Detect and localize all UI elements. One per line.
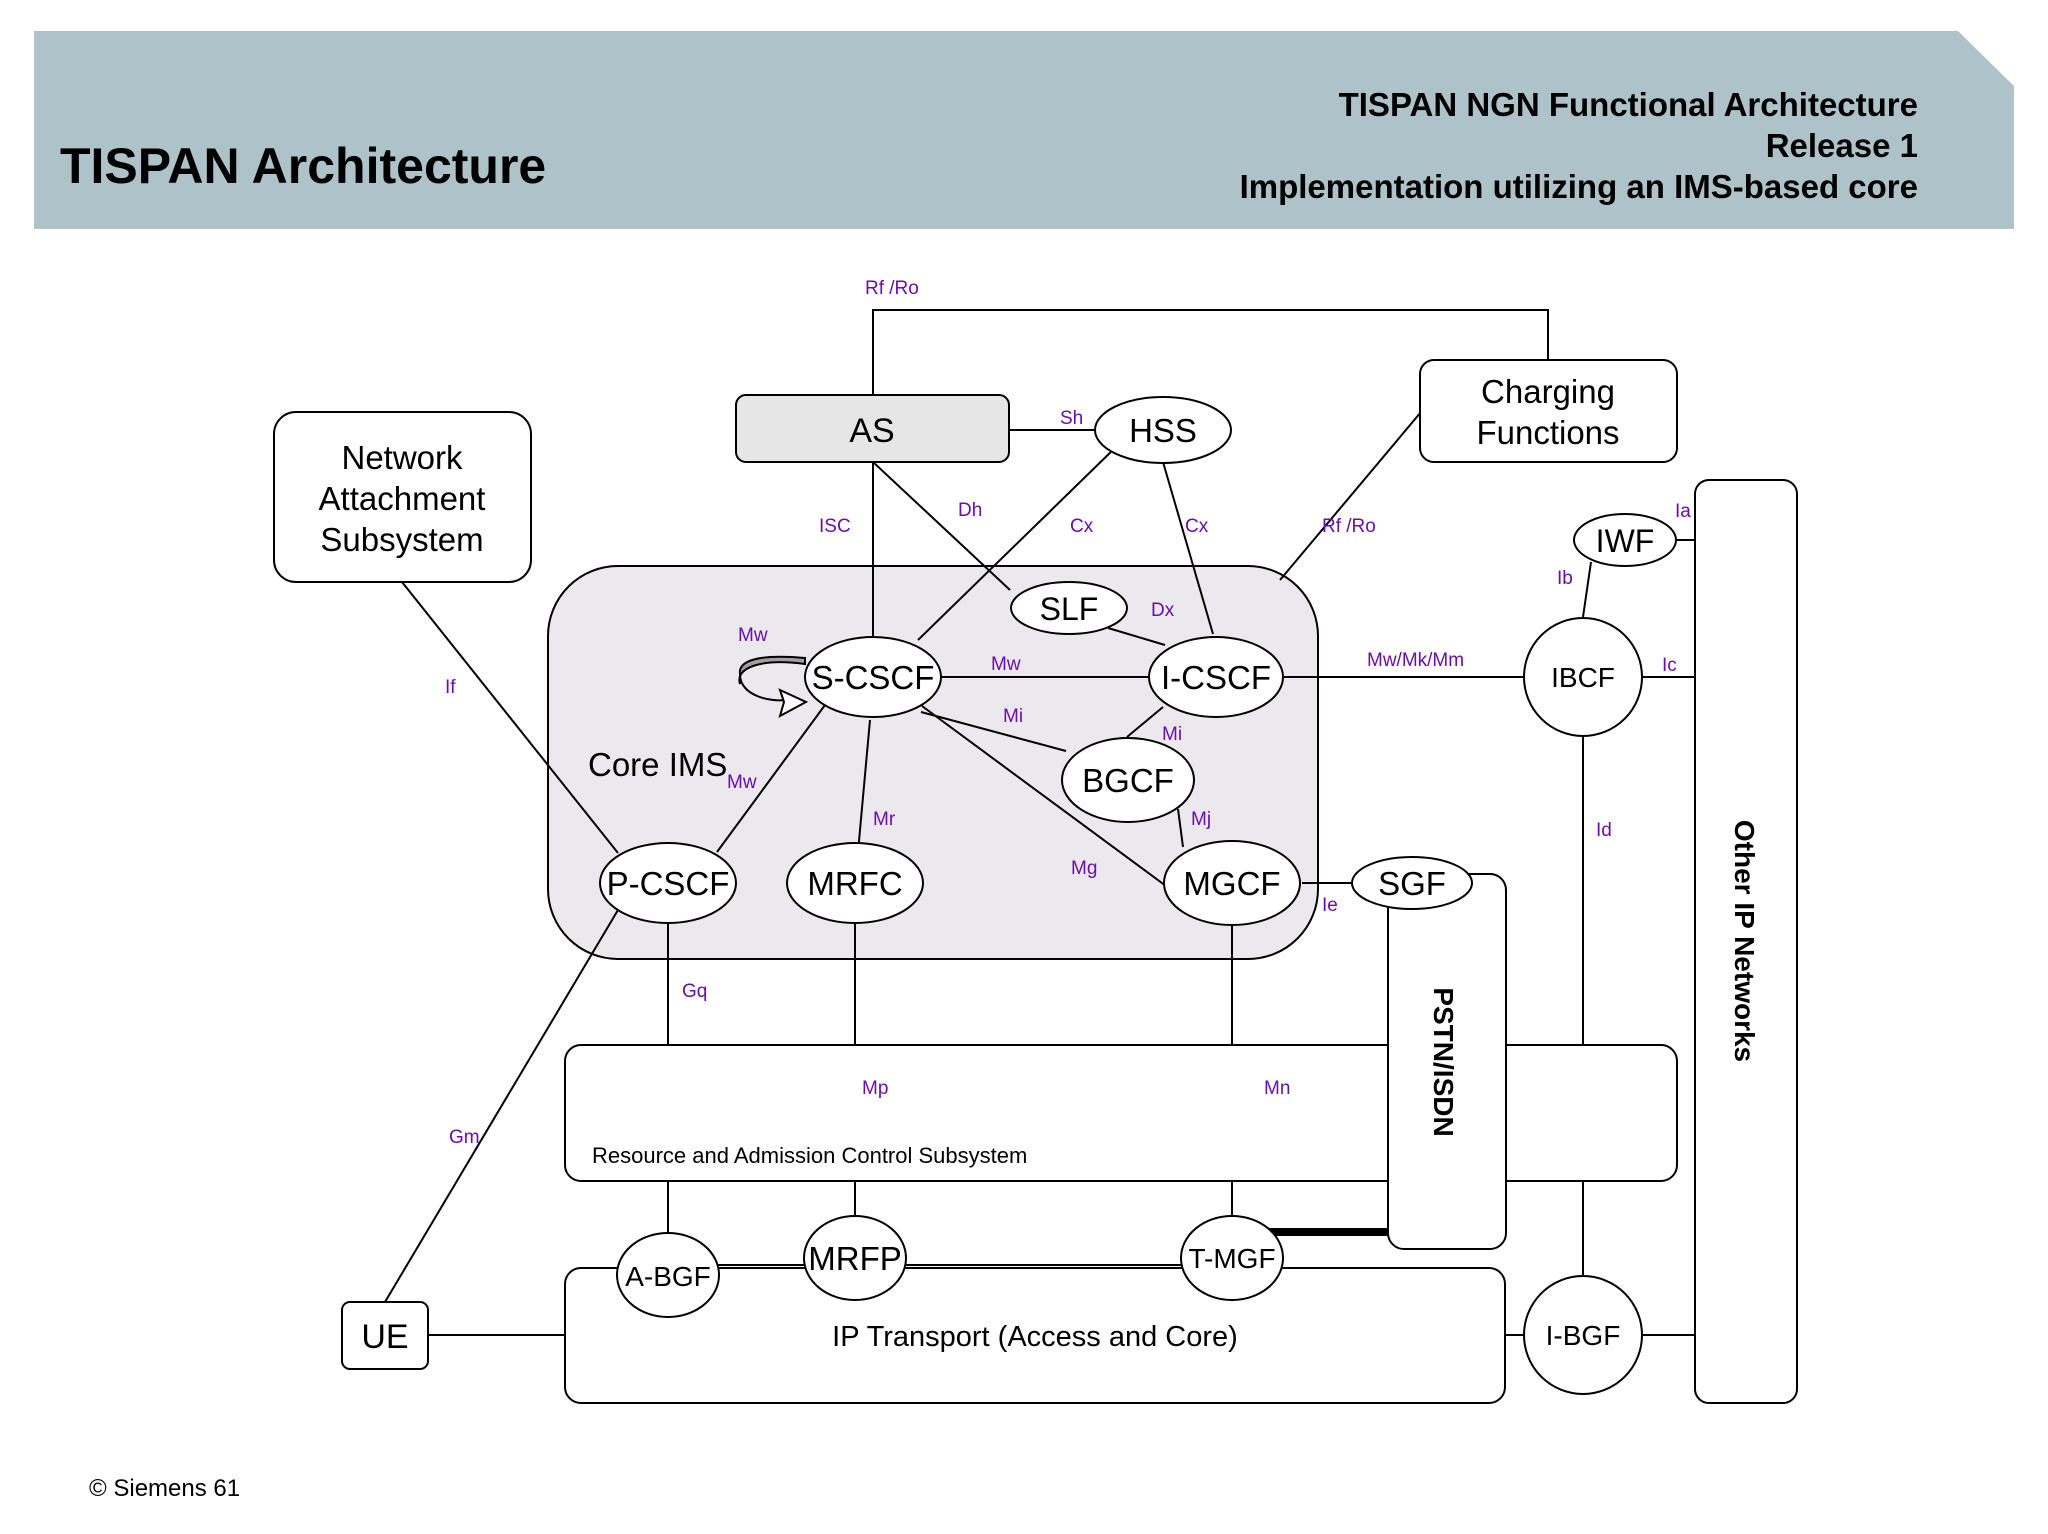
subtitle-line-2: Release 1 [1766, 127, 1918, 164]
iface-mp: Mp [862, 1078, 888, 1099]
sgf-node [1351, 856, 1473, 910]
iface-mw-loop: Mw [738, 625, 768, 646]
mrfc-label: MRFC [807, 865, 902, 902]
iface-isc: ISC [819, 516, 851, 537]
iface-sh: Sh [1060, 408, 1083, 429]
i-bgf-label: I-BGF [1546, 1320, 1621, 1351]
i-cscf-node [1148, 636, 1284, 718]
ip-transport-box [564, 1267, 1506, 1404]
racs-label: Resource and Admission Control Subsystem [592, 1143, 1027, 1168]
iface-mw-si: Mw [991, 654, 1021, 675]
s-cscf-node [804, 636, 942, 718]
as-label: AS [849, 412, 894, 450]
iface-rfro-right: Rf /Ro [1322, 516, 1376, 537]
nass-box [273, 411, 532, 583]
ibcf-label: IBCF [1551, 662, 1615, 693]
core-ims-label: Core IMS [588, 746, 727, 783]
nass-label-1: Network [341, 439, 463, 476]
mrfc-node [786, 842, 924, 924]
mgcf-node [1163, 840, 1301, 926]
iface-mj: Mj [1191, 809, 1211, 830]
iface-cx-1: Cx [1070, 516, 1094, 537]
iwf-label: IWF [1596, 523, 1655, 559]
iface-ib: Ib [1557, 568, 1573, 589]
mgcf-label: MGCF [1183, 865, 1280, 902]
subtitle-line-1: TISPAN NGN Functional Architecture [1339, 86, 1918, 123]
i-bgf-node [1523, 1275, 1643, 1395]
hss-label: HSS [1129, 412, 1197, 449]
other-ip-networks-label: Other IP Networks [1729, 820, 1760, 1062]
ue-label: UE [361, 1318, 408, 1356]
connection-lines [384, 309, 1695, 1336]
ibcf-node [1523, 617, 1643, 737]
slf-node [1010, 581, 1128, 635]
iface-if: If [445, 677, 456, 698]
iface-mg: Mg [1071, 858, 1097, 879]
iface-mwmkmm: Mw/Mk/Mm [1367, 650, 1464, 671]
core-ims-region [547, 565, 1319, 960]
sgf-label: SGF [1378, 865, 1446, 902]
as-box [735, 394, 1010, 463]
iface-ia: Ia [1675, 501, 1691, 522]
a-bgf-label: A-BGF [625, 1261, 711, 1292]
p-cscf-node [599, 842, 737, 924]
nass-label-2: Attachment [319, 480, 486, 517]
page-title: TISPAN Architecture [60, 138, 546, 194]
i-cscf-label: I-CSCF [1161, 659, 1271, 696]
iface-mi-2: Mi [1162, 724, 1182, 745]
bgcf-node [1061, 737, 1195, 823]
charging-label-1: Charging [1481, 373, 1615, 410]
iface-cx-2: Cx [1185, 516, 1209, 537]
iface-gm: Gm [449, 1127, 480, 1148]
a-bgf-node [616, 1232, 720, 1318]
iface-id: Id [1596, 820, 1612, 841]
mrfp-label: MRFP [808, 1240, 902, 1277]
footer-copyright: © Siemens 61 [89, 1475, 240, 1502]
ue-box [341, 1301, 429, 1370]
t-mgf-label: T-MGF [1188, 1243, 1275, 1274]
slf-label: SLF [1040, 591, 1099, 627]
mrfp-node [803, 1215, 907, 1301]
charging-functions-box [1419, 359, 1678, 463]
iface-ic: Ic [1662, 655, 1677, 676]
subtitle-line-3: Implementation utilizing an IMS-based co… [1240, 168, 1918, 205]
nass-label-3: Subsystem [320, 521, 483, 558]
iface-mw-p: Mw [727, 772, 757, 793]
other-ip-networks-box [1694, 479, 1798, 1404]
iwf-node [1573, 513, 1677, 567]
iface-gq: Gq [682, 981, 707, 1002]
iface-mn: Mn [1264, 1078, 1290, 1099]
p-cscf-label: P-CSCF [607, 865, 730, 902]
charging-label-2: Functions [1476, 414, 1619, 451]
iface-dx: Dx [1151, 600, 1175, 621]
bgcf-label: BGCF [1082, 762, 1174, 799]
pstn-isdn-label: PSTN/ISDN [1428, 987, 1459, 1136]
mw-loop-arrow-icon [738, 655, 809, 719]
iface-dh: Dh [958, 500, 982, 521]
t-mgf-node [1180, 1215, 1284, 1301]
iface-mr: Mr [873, 809, 896, 830]
s-cscf-label: S-CSCF [812, 659, 935, 696]
hss-node [1094, 396, 1232, 464]
ip-transport-label: IP Transport (Access and Core) [832, 1321, 1238, 1353]
header-band [34, 31, 2014, 229]
iface-mi-1: Mi [1003, 706, 1023, 727]
iface-rfro-top: Rf /Ro [865, 278, 919, 299]
iface-ie: Ie [1322, 895, 1338, 916]
